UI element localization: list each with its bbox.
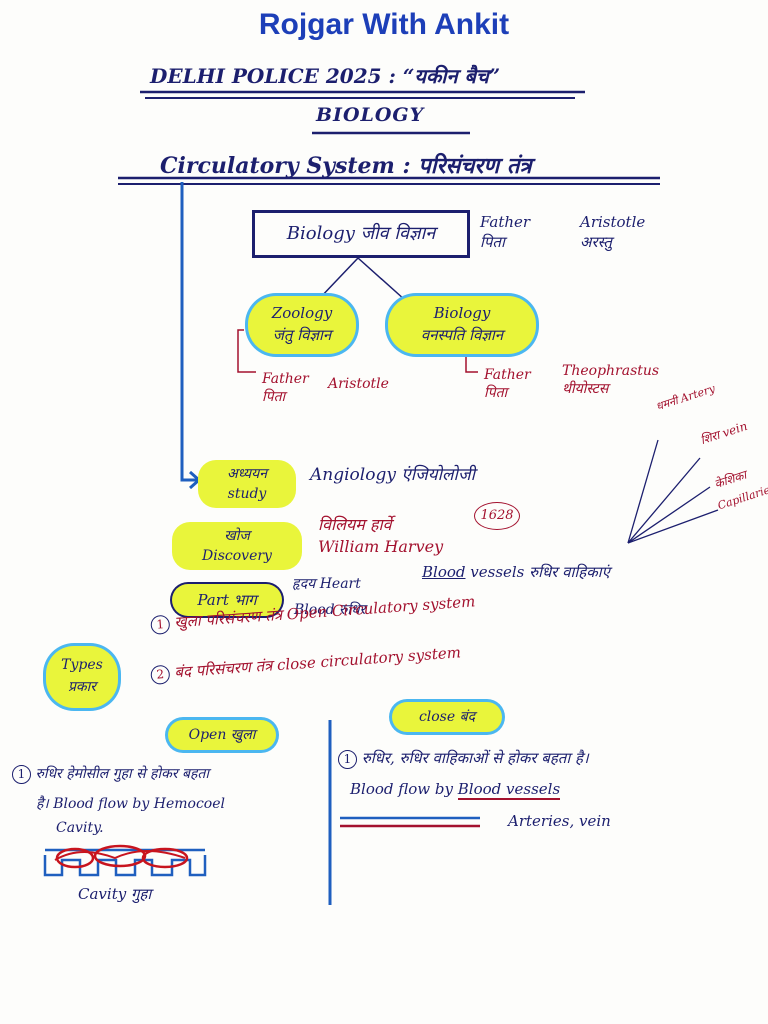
study-label: अध्ययन study bbox=[198, 460, 296, 508]
zoology-cloud: Zoology जंतु विज्ञान bbox=[248, 296, 356, 354]
discovery-value: विलियम हार्वे William Harvey bbox=[318, 515, 444, 556]
close-number: 1 bbox=[338, 750, 357, 769]
part-vessels-underlined: Blood bbox=[422, 563, 466, 581]
brand-title: Rojgar With Ankit bbox=[258, 8, 510, 41]
open-line-1: 1 रुधिर हेमोसील गुहा से होकर बहता bbox=[12, 764, 209, 784]
open-cavity-caption: Cavity गुहा bbox=[78, 885, 152, 903]
part-label: Part भाग bbox=[172, 584, 282, 616]
type-item-1-number: 1 bbox=[150, 614, 171, 635]
discovery-label: खोज Discovery bbox=[172, 522, 302, 570]
batch-title: DELHI POLICE 2025 : “यकीन बैच” bbox=[150, 64, 501, 88]
close-line-3: Arteries, vein bbox=[508, 812, 611, 830]
part-blood: Blood रुधिर bbox=[294, 602, 366, 618]
close-line-1: 1 रुधिर, रुधिर वाहिकाओं से होकर बहता है। bbox=[338, 748, 589, 769]
botany-father-label: Father पिता bbox=[484, 367, 531, 401]
botany-father-name: Theophrastus थीयोस्टस bbox=[562, 363, 660, 397]
root-father-name: Aristotle अरस्तु bbox=[580, 213, 646, 251]
open-line-3: Cavity. bbox=[56, 820, 104, 836]
botany-cloud: Biology वनस्पति विज्ञान bbox=[388, 296, 536, 354]
open-heading: Open खुला bbox=[168, 720, 276, 750]
root-father-label: Father पिता bbox=[480, 213, 531, 251]
open-line-2: है। Blood flow by Hemocoel bbox=[36, 796, 225, 812]
part-vessels: Blood vessels रुधिर वाहिकाएं bbox=[422, 562, 610, 582]
close-line-2-plain: Blood flow by bbox=[350, 780, 453, 798]
type-item-2-number: 2 bbox=[150, 664, 171, 685]
part-heart: हृदय Heart bbox=[292, 576, 361, 592]
zoology-father-name: Aristotle bbox=[328, 376, 389, 392]
root-box: Biology जीव विज्ञान bbox=[252, 210, 470, 258]
open-number: 1 bbox=[12, 765, 31, 784]
study-value: Angiology एंजियोलोजी bbox=[310, 465, 475, 485]
close-line-1-text: रुधिर, रुधिर वाहिकाओं से होकर बहता है। bbox=[361, 749, 589, 767]
types-label: Types प्रकार bbox=[46, 646, 118, 708]
part-vessels-rest: vessels रुधिर वाहिकाएं bbox=[470, 563, 610, 581]
close-heading: close बंद bbox=[392, 702, 502, 732]
zoology-father-label: Father पिता bbox=[262, 371, 309, 405]
open-line-1-text: रुधिर हेमोसील गुहा से होकर बहता bbox=[35, 766, 210, 782]
discovery-year: 1628 bbox=[474, 502, 520, 530]
close-line-2-underlined: Blood vessels bbox=[457, 780, 561, 800]
subject-heading: BIOLOGY bbox=[316, 104, 425, 126]
close-line-2: Blood flow by Blood vessels bbox=[350, 780, 561, 800]
topic-heading: Circulatory System : परिसंचरण तंत्र bbox=[160, 153, 532, 179]
